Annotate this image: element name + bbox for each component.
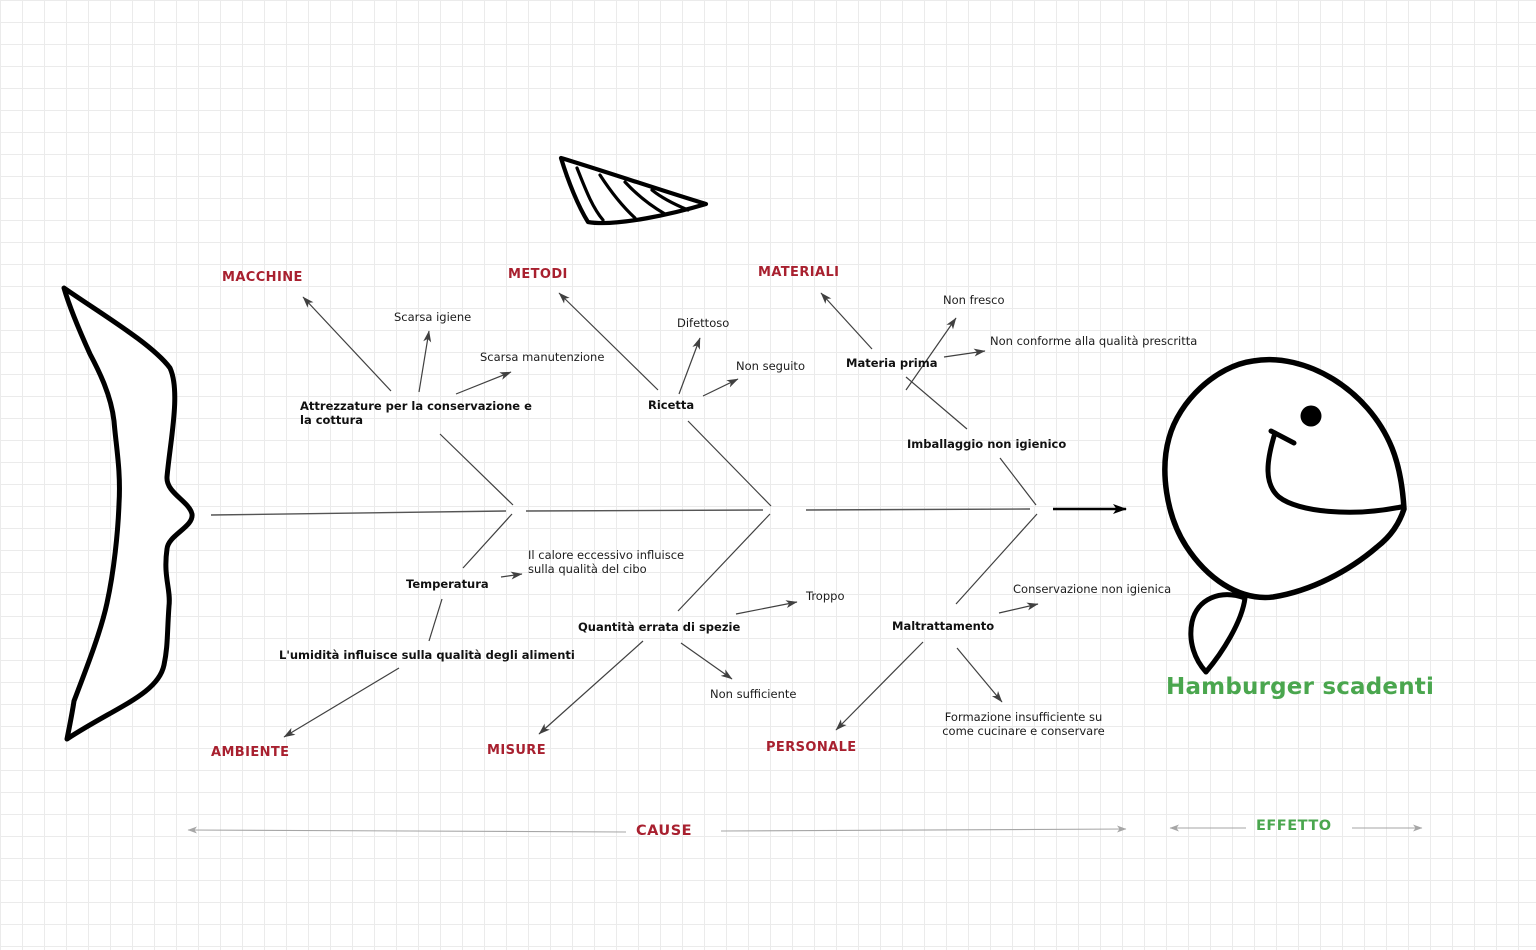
category-label-materiali: MATERIALI	[758, 265, 840, 280]
fish-tail	[61, 285, 195, 742]
cause-label-ricetta: Ricetta	[648, 398, 695, 412]
arrow-non-seguito	[702, 378, 739, 397]
cause-label-imballaggio: Imballaggio non igienico	[907, 437, 1067, 451]
fish-top-fin	[558, 155, 709, 226]
subcause-label-formazione: Formazione insufficiente su come cucinar…	[942, 710, 1105, 738]
fish-smile	[1265, 430, 1404, 515]
arrow-non-fresco	[905, 317, 957, 391]
cause-label-attrezzature: Attrezzature per la conservazione e la c…	[300, 399, 532, 427]
branch-materiali-lower	[999, 457, 1037, 506]
subcause-label-non-conforme: Non conforme alla qualità prescritta	[990, 334, 1198, 348]
cause-label-temperatura: Temperatura	[406, 577, 489, 591]
category-label-personale: PERSONALE	[766, 740, 857, 755]
subcause-label-scarsa-igiene: Scarsa igiene	[394, 310, 472, 324]
branch-metodi-lower	[687, 420, 772, 507]
arrow-non-conforme	[943, 348, 986, 358]
category-label-metodi: METODI	[508, 267, 568, 282]
arrow-conservazione	[998, 602, 1039, 614]
arrow-non-sufficiente	[680, 642, 733, 680]
branch-ambiente-arrow	[283, 667, 400, 738]
fish-bottom-fin	[1188, 592, 1248, 675]
effetto-axis-label: EFFETTO	[1256, 818, 1332, 834]
cause-axis-label: CAUSE	[636, 823, 693, 839]
cause-axis-arrow-left	[187, 826, 627, 834]
cause-label-maltrattamento: Maltrattamento	[892, 619, 995, 633]
subcause-label-non-seguito: Non seguito	[736, 359, 805, 373]
subcause-label-troppo: Troppo	[806, 589, 845, 603]
cause-label-umidita: L'umidità influisce sulla qualità degli …	[279, 648, 575, 662]
cause-label-quantita-spezie: Quantità errata di spezie	[578, 620, 741, 634]
branch-misure-upper	[677, 513, 771, 612]
arrow-scarsa-manutenzione	[455, 371, 512, 395]
fish-head	[1162, 357, 1407, 675]
cause-label-materia-prima: Materia prima	[846, 356, 938, 370]
category-label-macchine: MACCHINE	[222, 270, 303, 285]
arrow-troppo	[735, 600, 798, 615]
branch-macchine-lower	[439, 433, 514, 506]
branch-materiali-mid	[905, 376, 968, 430]
category-label-misure: MISURE	[487, 743, 546, 758]
branch-personale-upper	[955, 513, 1038, 605]
arrow-difettoso	[678, 337, 701, 395]
branch-metodi-arrow	[558, 292, 659, 391]
subcause-label-calore: Il calore eccessivo influisce sulla qual…	[528, 548, 685, 576]
branch-ambiente-upper	[462, 513, 513, 569]
branch-lines	[283, 292, 1039, 738]
subcause-label-non-sufficiente: Non sufficiente	[710, 687, 797, 701]
fish-eye	[1300, 405, 1322, 427]
category-label-ambiente: AMBIENTE	[211, 745, 290, 760]
arrow-scarsa-igiene	[418, 330, 432, 393]
arrow-calore	[500, 571, 523, 580]
branch-personale-arrow	[835, 641, 924, 731]
branch-ambiente-mid	[428, 598, 443, 642]
branch-materiali-arrow	[820, 292, 873, 350]
subcause-label-scarsa-manutenzione: Scarsa manutenzione	[480, 350, 605, 364]
subcause-label-difettoso: Difettoso	[677, 316, 730, 330]
subcause-label-non-fresco: Non fresco	[943, 293, 1005, 307]
branch-macchine-arrow	[302, 296, 392, 392]
branch-misure-arrow	[538, 640, 644, 735]
cause-axis-arrow-right	[720, 825, 1127, 833]
axis-arrows	[187, 824, 1423, 834]
fish-smile-tick	[1268, 428, 1297, 446]
subcause-label-conservazione: Conservazione non igienica	[1013, 582, 1172, 596]
spine	[210, 504, 1127, 516]
arrow-formazione	[956, 647, 1003, 703]
effect-title: Hamburger scadenti	[1166, 674, 1435, 700]
